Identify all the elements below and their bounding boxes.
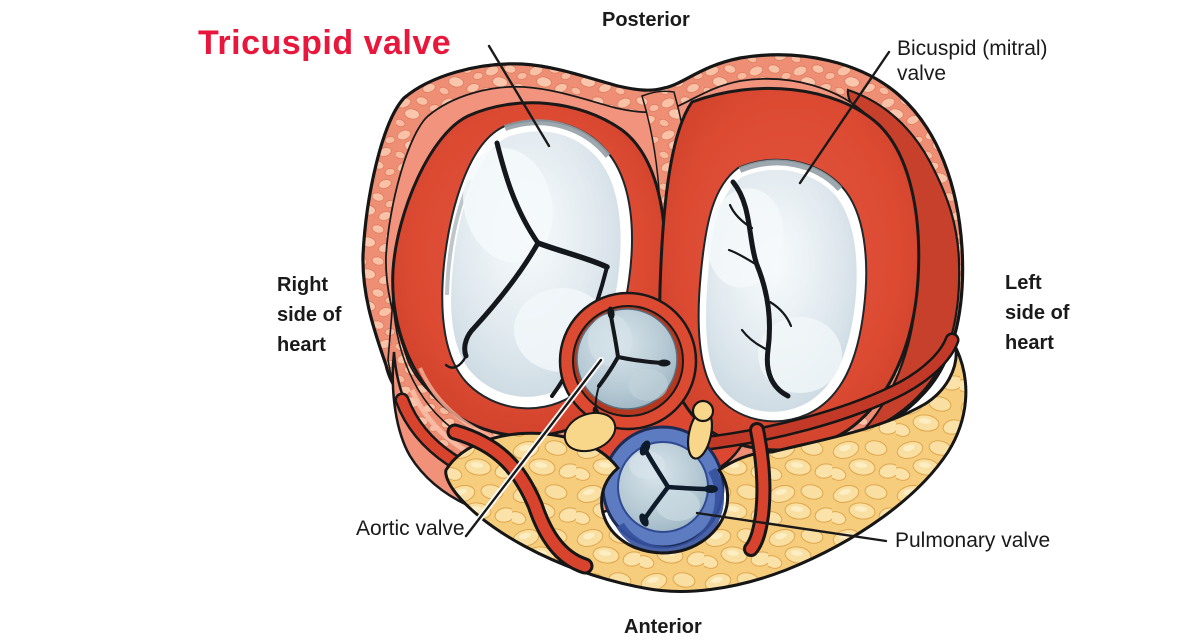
anterior-label: Anterior — [624, 616, 702, 638]
tricuspid-valve-label: Tricuspid valve — [198, 24, 452, 62]
aortic-valve-label: Aortic valve — [356, 517, 465, 540]
aortic-leader-line — [464, 358, 603, 538]
coronary-vessels — [446, 422, 772, 575]
mitral-commissures — [727, 179, 793, 399]
bicuspid-leader-line — [798, 50, 891, 185]
tricuspid-leader-line — [487, 44, 551, 148]
leader-lines — [463, 44, 891, 543]
bicuspid-mitral-valve — [658, 86, 921, 452]
epicardial-fat — [444, 347, 968, 593]
left-side-label: Left side of heart — [1005, 272, 1070, 354]
pulmonary-valve-label: Pulmonary valve — [895, 529, 1051, 552]
pulmonary-leader-line — [695, 511, 888, 543]
aortic-valve — [558, 291, 698, 431]
right-side-label: Right side of heart — [277, 274, 342, 356]
bicuspid-valve-label: Bicuspid (mitral) valve — [897, 37, 1048, 85]
posterior-label: Posterior — [602, 9, 690, 31]
